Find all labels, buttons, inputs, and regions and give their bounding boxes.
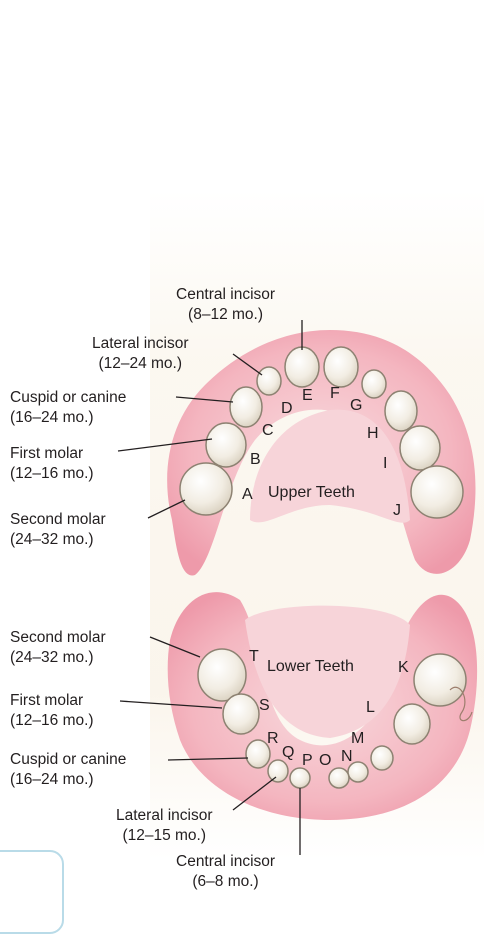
- lower-tooth-letter-m: M: [351, 730, 364, 748]
- upper-first-molar-label: First molar (12–16 mo.): [10, 444, 94, 484]
- infant-teeth-diagram: Central incisor (8–12 mo.) Lateral incis…: [0, 0, 484, 899]
- upper-tooth-letter-e: E: [302, 387, 313, 405]
- adjacent-panel-corner: [0, 850, 64, 934]
- lower-lateral-incisor-label: Lateral incisor (12–15 mo.): [116, 806, 213, 846]
- upper-second-molar-label: Second molar (24–32 mo.): [10, 510, 106, 550]
- upper-lateral-incisor-label: Lateral incisor (12–24 mo.): [92, 334, 189, 374]
- lower-second-molar-label: Second molar (24–32 mo.): [10, 628, 106, 668]
- lower-tooth-letter-t: T: [249, 648, 259, 666]
- upper-tooth-letter-i: I: [383, 455, 387, 473]
- lower-tooth-letter-r: R: [267, 730, 279, 748]
- upper-tooth-letter-a: A: [242, 486, 253, 504]
- lower-tooth-letter-n: N: [341, 748, 353, 766]
- lower-tooth-letter-q: Q: [282, 744, 294, 762]
- lower-tooth-letter-l: L: [366, 699, 375, 717]
- upper-central-incisor-label: Central incisor (8–12 mo.): [176, 285, 275, 325]
- lower-tooth-letter-k: K: [398, 659, 409, 677]
- upper-tooth-letter-d: D: [281, 400, 293, 418]
- upper-cuspid-label: Cuspid or canine (16–24 mo.): [10, 388, 126, 428]
- upper-tooth-letter-g: G: [350, 397, 362, 415]
- lower-first-molar-label: First molar (12–16 mo.): [10, 691, 94, 731]
- upper-tooth-letter-j: J: [393, 502, 401, 520]
- upper-tooth-letter-c: C: [262, 422, 274, 440]
- upper-teeth-title: Upper Teeth: [268, 483, 355, 503]
- upper-tooth-letter-b: B: [250, 451, 261, 469]
- lower-teeth-title: Lower Teeth: [267, 657, 354, 677]
- lower-tooth-letter-s: S: [259, 697, 270, 715]
- lower-cuspid-label: Cuspid or canine (16–24 mo.): [10, 750, 126, 790]
- lower-tooth-letter-p: P: [302, 752, 313, 770]
- lower-central-incisor-label: Central incisor (6–8 mo.): [176, 852, 275, 892]
- lower-tooth-letter-o: O: [319, 752, 331, 770]
- upper-tooth-letter-h: H: [367, 425, 379, 443]
- upper-tooth-letter-f: F: [330, 385, 340, 403]
